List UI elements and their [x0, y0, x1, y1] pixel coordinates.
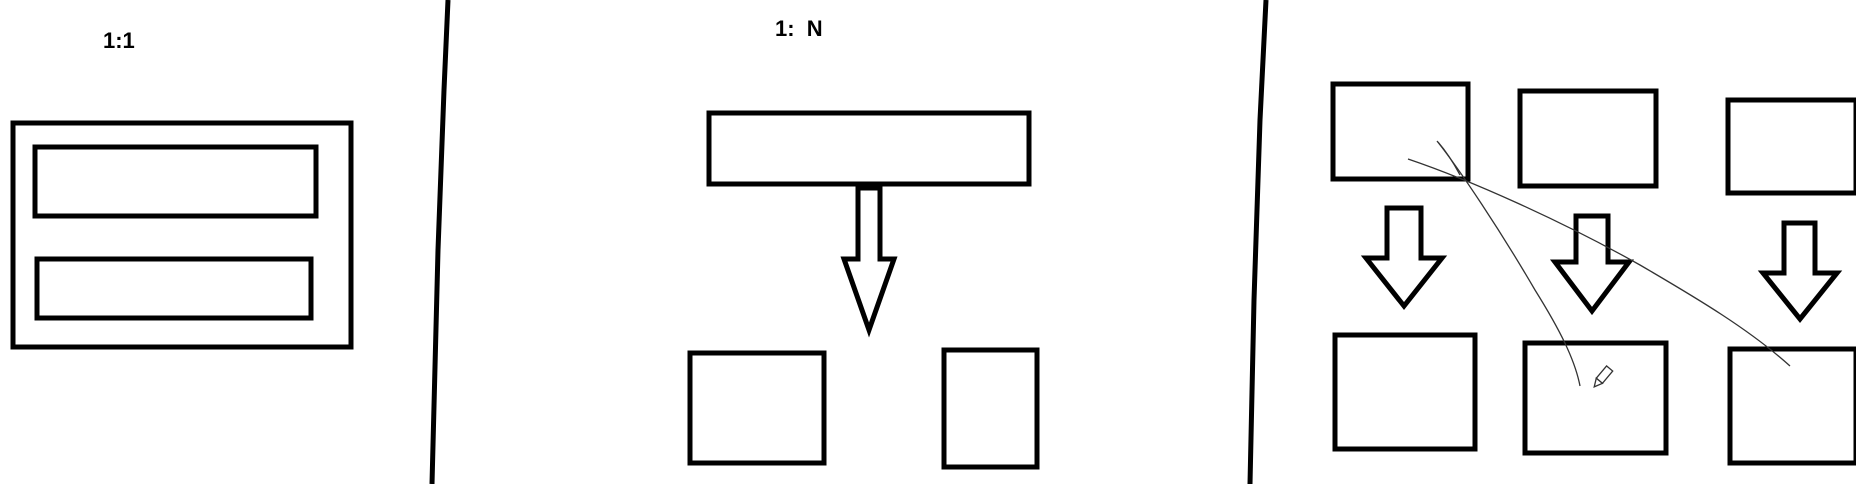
down-arrow-3 [1757, 220, 1843, 323]
panel-label-one-to-one: 1:1 [103, 28, 135, 53]
panel-label-one-to-many: 1: N [775, 16, 823, 41]
panel-one-to-one: 1:1 [10, 28, 354, 350]
panel-divider-right [1247, 0, 1269, 484]
pencil-icon [1593, 365, 1614, 389]
down-arrow-1 [1360, 205, 1448, 311]
freehand-stroke-2 [1407, 158, 1791, 367]
target-box-right [941, 347, 1040, 470]
freehand-stroke-1 [1436, 140, 1581, 387]
source-box-2 [1517, 88, 1659, 189]
panel-many-to-many [1330, 81, 1856, 466]
panel-one-to-many: 1: N [687, 16, 1040, 470]
inner-box-top [32, 144, 319, 219]
target-box-2 [1522, 340, 1669, 456]
freehand-stroke-3 [1437, 141, 1461, 176]
inner-box-bottom [34, 256, 314, 321]
down-arrow [840, 185, 898, 338]
source-box-3 [1725, 97, 1856, 196]
pencil-tip [1593, 377, 1604, 389]
target-box-left [687, 350, 827, 466]
source-box-1 [1330, 81, 1471, 182]
down-arrow-2 [1549, 213, 1635, 316]
target-box-3 [1727, 346, 1856, 466]
source-box [706, 110, 1032, 187]
target-box-1 [1332, 332, 1478, 452]
panel-divider-left [429, 0, 451, 484]
